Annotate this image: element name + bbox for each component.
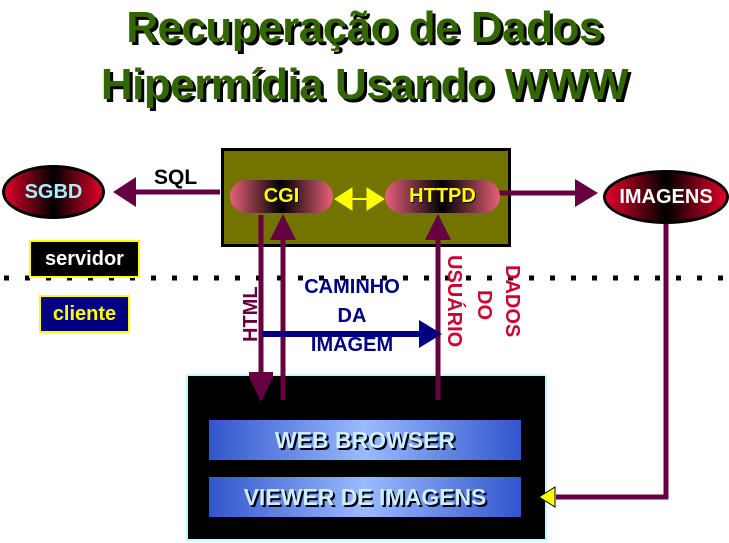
- title-line-2: Hipermídia Usando WWW: [100, 60, 629, 109]
- cgi-up-arrow: [270, 214, 296, 400]
- html-label: HTML: [240, 286, 262, 342]
- httpd-node: HTTPD: [385, 180, 500, 213]
- web-browser-bar: WEB BROWSER: [209, 420, 521, 460]
- caminho-line-1: CAMINHO: [304, 276, 400, 298]
- image-path-arrow: [262, 320, 442, 348]
- sgbd-label: SGBD: [24, 181, 83, 203]
- caminho-line-2: DA: [337, 305, 367, 327]
- title-line-1: Recuperação de Dados: [126, 3, 603, 52]
- do-label: DO: [473, 290, 495, 320]
- sql-label: SQL: [154, 166, 198, 189]
- cgi-node: CGI: [230, 180, 333, 213]
- caminho-label: CAMINHO DA IMAGEM: [282, 273, 422, 360]
- servidor-label: servidor: [29, 240, 140, 278]
- sgbd-node: SGBD: [2, 165, 105, 219]
- dados-label: DADOS: [501, 265, 523, 338]
- httpd-imagens-arrow: [495, 179, 598, 207]
- sql-arrow: [113, 177, 220, 207]
- imagens-node: IMAGENS: [603, 170, 729, 224]
- html-down-arrow: [249, 215, 273, 402]
- usuario-label: USUÁRIO: [443, 255, 465, 348]
- imagens-viewer-arrow: [538, 222, 669, 508]
- httpd-up-arrow: [425, 214, 451, 400]
- viewer-bar: VIEWER DE IMAGENS: [209, 477, 521, 517]
- caminho-line-3: IMAGEM: [310, 334, 394, 356]
- imagens-label: IMAGENS: [619, 186, 713, 208]
- cliente-label: cliente: [39, 295, 130, 333]
- cgi-httpd-double-arrow: [334, 187, 385, 211]
